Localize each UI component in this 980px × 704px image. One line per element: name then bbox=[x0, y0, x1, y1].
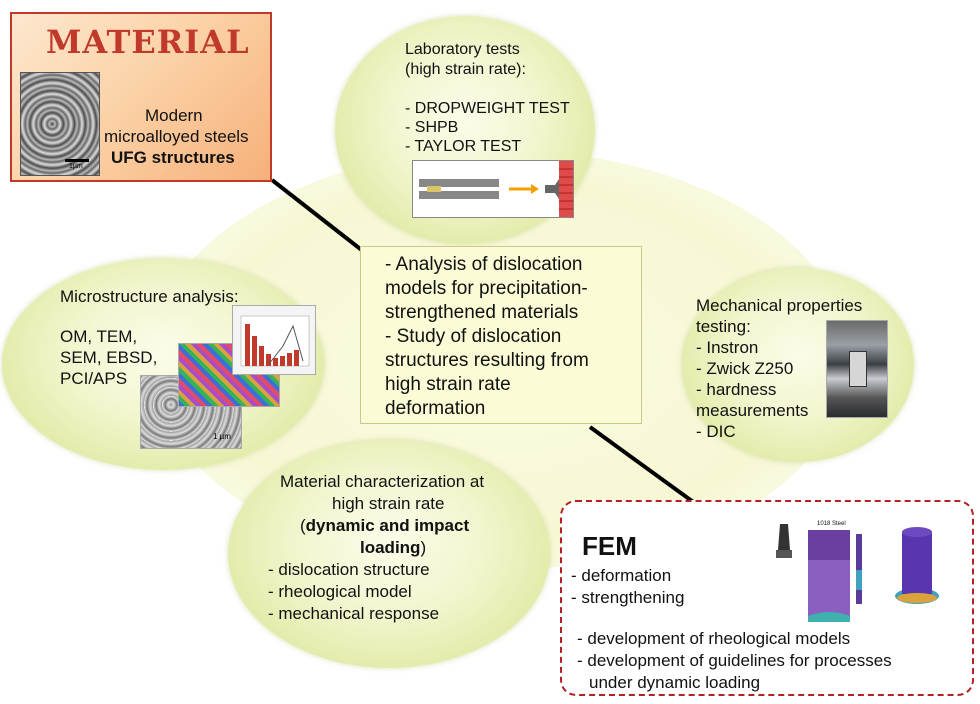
material-line-3: UFG structures bbox=[111, 148, 235, 167]
material-line-2: microalloyed steels bbox=[104, 127, 249, 146]
center-line-2: models for precipitation- bbox=[385, 278, 588, 299]
mechanical-line-6: measurements bbox=[696, 401, 809, 420]
microstructure-line-3: PCI/APS bbox=[60, 369, 128, 388]
center-line-6: high strain rate bbox=[385, 374, 511, 395]
characterization-item-2: - rheological model bbox=[268, 582, 412, 601]
characterization-item-1: - dislocation structure bbox=[268, 560, 430, 579]
center-line-7: deformation bbox=[385, 398, 486, 419]
lab-tests-item-dropweight: - DROPWEIGHT TEST bbox=[405, 100, 570, 117]
lab-tests-title-2: (high strain rate): bbox=[405, 61, 526, 78]
fem-simulation-drawing bbox=[776, 524, 939, 622]
characterization-line-2: high strain rate bbox=[332, 494, 445, 513]
center-box bbox=[360, 246, 642, 424]
mechanical-line-1: Mechanical properties bbox=[696, 296, 863, 315]
material-micrograph: 1µm bbox=[20, 72, 100, 176]
characterization-line-1: Material characterization at bbox=[280, 472, 485, 491]
characterization-paren-open: ( bbox=[300, 516, 306, 535]
fem-title: FEM bbox=[582, 531, 637, 561]
center-line-3: strengthened materials bbox=[385, 302, 579, 323]
center-line-4: - Study of dislocation bbox=[385, 326, 562, 347]
lab-tests-item-taylor: - TAYLOR TEST bbox=[405, 138, 522, 155]
characterization-line-3: (dynamic and impact bbox=[300, 516, 469, 535]
fem-item2-rheological: - development of rheological models bbox=[577, 629, 851, 648]
characterization-bold-1: dynamic and impact bbox=[305, 516, 470, 535]
lab-tests-item-shpb: - SHPB bbox=[405, 119, 459, 136]
microstructure-title: Microstructure analysis: bbox=[60, 287, 239, 306]
characterization-ellipse bbox=[228, 440, 550, 668]
characterization-item-3: - mechanical response bbox=[268, 604, 440, 623]
mechanical-line-7: - DIC bbox=[696, 422, 736, 441]
lab-tests-title-1: Laboratory tests bbox=[405, 41, 520, 58]
histogram-chart bbox=[232, 305, 316, 375]
taylor-test-schematic-drawing bbox=[419, 161, 573, 217]
taylor-test-schematic bbox=[412, 160, 574, 218]
microstructure-line-1: OM, TEM, bbox=[60, 327, 138, 346]
center-line-5: structures resulting from bbox=[385, 350, 589, 371]
center-line-1: - Analysis of dislocation bbox=[385, 254, 583, 275]
tem-scale-label: 1 µm bbox=[213, 432, 231, 441]
material-scale-label: 1µm bbox=[69, 163, 83, 170]
fem-item2-guidelines: - development of guidelines for processe… bbox=[577, 651, 892, 670]
material-line-1: Modern bbox=[145, 106, 203, 125]
mechanical-line-3: - Instron bbox=[696, 338, 759, 357]
characterization-bold-2: loading bbox=[360, 538, 421, 557]
fem-sim-label: 1018 Steel bbox=[817, 521, 846, 527]
specimen-grip-icon bbox=[849, 351, 867, 387]
fem-simulation-panel: 1018 Steel bbox=[772, 520, 962, 624]
material-scale-bar bbox=[65, 159, 89, 162]
microstructure-line-2: SEM, EBSD, bbox=[60, 348, 158, 367]
characterization-line-4: loading) bbox=[360, 538, 426, 557]
mechanical-line-4: - Zwick Z250 bbox=[696, 359, 794, 378]
histogram-drawing bbox=[240, 315, 310, 367]
characterization-paren-close: ) bbox=[420, 538, 427, 557]
fem-item-strengthening: - strengthening bbox=[571, 588, 685, 607]
fem-item-deformation: - deformation bbox=[571, 566, 672, 585]
material-title: MATERIAL bbox=[46, 23, 250, 61]
fem-item2-dynamic: under dynamic loading bbox=[589, 673, 761, 692]
mechanical-line-2: testing: bbox=[696, 317, 751, 336]
mechanical-line-5: - hardness bbox=[696, 380, 777, 399]
testing-machine-photo bbox=[826, 320, 888, 418]
